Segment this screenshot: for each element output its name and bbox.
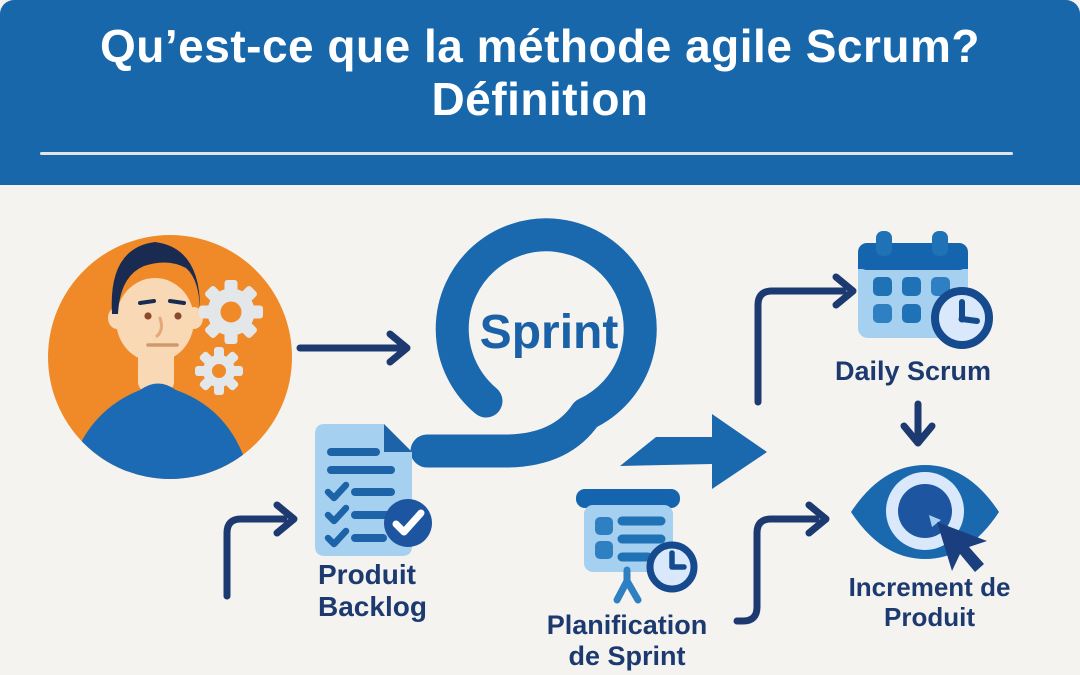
page-title: Qu’est-ce que la méthode agile Scrum? Dé… [0, 0, 1080, 126]
avatar-eyebrows [138, 299, 186, 305]
avatar-nose [155, 316, 163, 338]
board-top-bar [576, 489, 680, 508]
avatar-eye-right [174, 312, 182, 320]
board-stand-legs [613, 566, 642, 604]
avatar-face [116, 278, 194, 362]
planning-clock-icon [646, 541, 698, 593]
sprint-loop-tail [410, 397, 603, 468]
avatar-hair [111, 242, 201, 314]
board-text-lines [617, 516, 666, 562]
flow-arrow-owner-to-sprint [296, 330, 411, 366]
check-circle-checkmark [392, 509, 425, 536]
gear-large [199, 280, 263, 344]
eye-icon [851, 465, 999, 559]
document-fold-corner [384, 424, 412, 452]
sprint-loop-icon [410, 218, 657, 468]
header-divider [40, 152, 1013, 155]
sprint-label: Sprint [479, 306, 619, 359]
calendar-ring-left [876, 231, 892, 256]
flow-arrow-planning-to-increment [733, 501, 830, 625]
avatar-shirt [66, 383, 252, 479]
increment-label: Increment de Produit [848, 572, 1011, 632]
planning-label: Planification de Sprint [546, 610, 708, 671]
big-flow-arrow-icon [620, 414, 767, 489]
flow-arrow-daily-to-increment [900, 400, 936, 447]
calendar-ring-right [932, 231, 948, 256]
checklist-checkmarks [324, 481, 350, 548]
avatar-eye-left [144, 312, 152, 320]
title-line-2: Définition [431, 73, 649, 125]
header: Qu’est-ce que la méthode agile Scrum? Dé… [0, 0, 1080, 185]
gears-icon [195, 280, 263, 395]
backlog-document-icon [315, 424, 432, 556]
backlog-label: Produit Backlog [318, 559, 427, 622]
product-owner-avatar [48, 235, 292, 479]
cursor-click-spark [929, 515, 941, 527]
sprint-loop-arc [435, 218, 657, 431]
flow-arrow-to-daily-scrum [754, 273, 857, 406]
gear-small [195, 347, 243, 395]
title-line-1: Qu’est-ce que la méthode agile Scrum? [100, 20, 980, 72]
cursor-icon [937, 522, 987, 572]
calendar-clock-icon [931, 287, 993, 349]
board-bullets [595, 517, 613, 559]
daily-scrum-label: Daily Scrum [834, 356, 992, 386]
document-text-lines [327, 448, 395, 542]
flow-arrow-to-backlog [223, 501, 298, 600]
calendar-day-squares [873, 277, 950, 323]
